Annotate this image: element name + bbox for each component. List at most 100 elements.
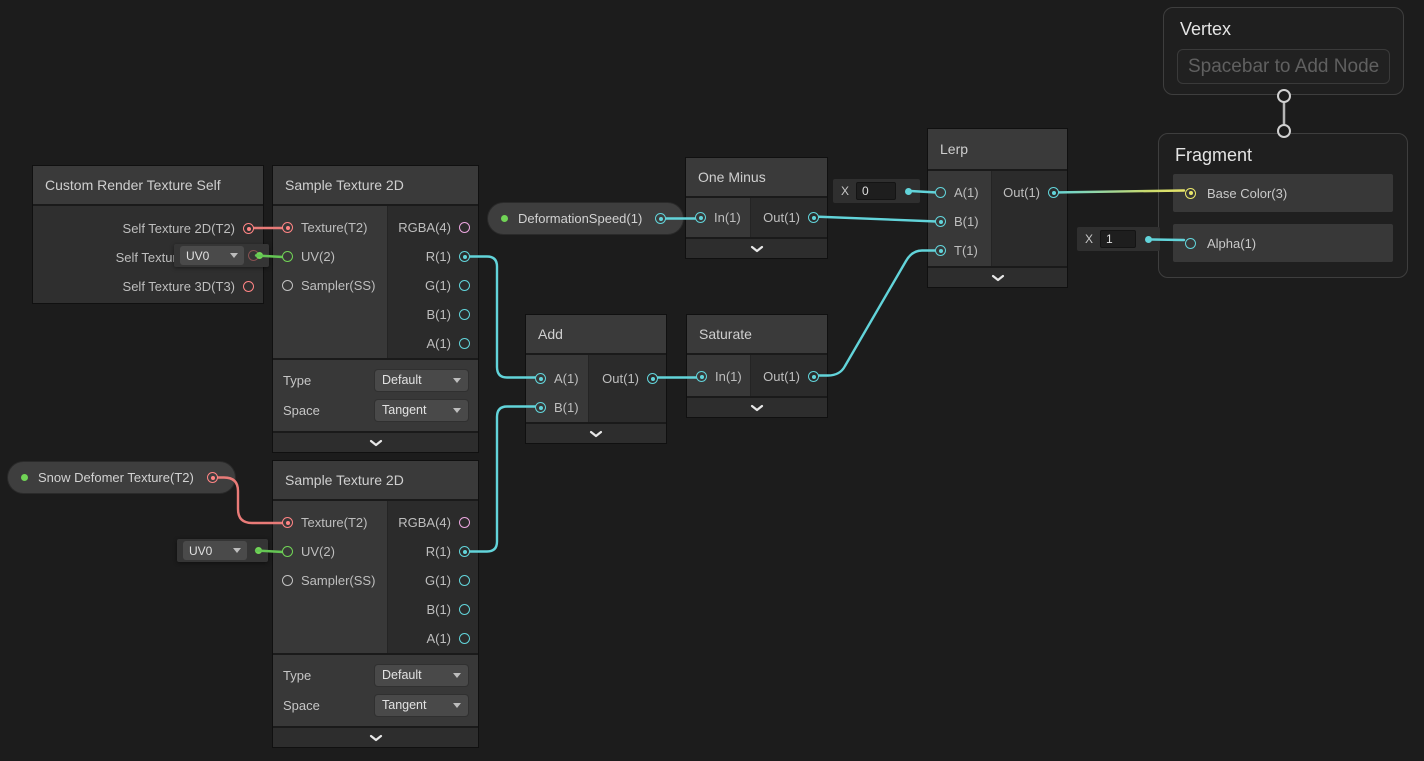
uv-channel-dropdown[interactable]: UV0 <box>180 246 244 265</box>
chevron-down-icon <box>369 439 382 446</box>
wire-saturate-to-lerp-t[interactable] <box>811 249 939 377</box>
port-label: Out(1) <box>763 210 800 225</box>
output-port[interactable] <box>655 213 666 224</box>
output-port-self-texture-2d[interactable] <box>243 223 254 234</box>
output-port-self-texture-3d[interactable] <box>243 281 254 292</box>
input-port-a[interactable] <box>935 187 946 198</box>
input-port-b[interactable] <box>535 402 546 413</box>
dropdown-value: Default <box>382 668 422 682</box>
node-custom-render-texture-self[interactable]: Custom Render Texture Self Self Texture … <box>33 166 263 303</box>
input-port-texture[interactable] <box>282 222 293 233</box>
port-label: Alpha(1) <box>1207 235 1257 251</box>
dropdown-caret-icon <box>453 377 461 383</box>
space-dropdown[interactable]: Tangent <box>375 399 468 421</box>
input-port-texture[interactable] <box>282 517 293 528</box>
node-lerp[interactable]: Lerp A(1) B(1) T(1) Out(1) <box>928 129 1067 287</box>
output-port-a[interactable] <box>459 633 470 644</box>
port-label: Texture(T2) <box>301 515 368 530</box>
output-port-g[interactable] <box>459 280 470 291</box>
output-port-g[interactable] <box>459 575 470 586</box>
uv-default-panel-a: UV0 <box>174 244 269 267</box>
default-value-dot[interactable] <box>905 187 913 195</box>
dropdown-caret-icon <box>233 548 241 553</box>
port-label: T(1) <box>954 243 978 258</box>
input-port-uv[interactable] <box>282 546 293 557</box>
port-row-out: Out(1) <box>992 178 1067 207</box>
port-label: RGBA(4) <box>398 515 451 530</box>
input-port-a[interactable] <box>535 373 546 384</box>
port-label: Out(1) <box>1003 185 1040 200</box>
port-label: Sampler(SS) <box>301 278 376 293</box>
default-value-dot[interactable] <box>256 252 263 259</box>
node-one-minus[interactable]: One Minus In(1) Out(1) <box>686 158 827 258</box>
output-port-out[interactable] <box>808 212 819 223</box>
collapse-button[interactable] <box>526 424 666 443</box>
input-port-t[interactable] <box>935 245 946 256</box>
dropdown-caret-icon <box>453 407 461 413</box>
output-port-b[interactable] <box>459 604 470 615</box>
port-row-self-texture-cube: Self Texture <box>33 243 263 272</box>
port-label: RGBA(4) <box>398 220 451 235</box>
output-port-a[interactable] <box>459 338 470 349</box>
node-add[interactable]: Add A(1) B(1) Out(1) <box>526 315 666 443</box>
collapse-button[interactable] <box>273 433 478 452</box>
input-port-base-color[interactable] <box>1185 187 1196 199</box>
control-label: Type <box>283 372 312 388</box>
port-row-b: B(1) <box>928 207 991 236</box>
output-port-r[interactable] <box>459 546 470 557</box>
output-port-out[interactable] <box>1048 187 1059 198</box>
node-saturate[interactable]: Saturate In(1) Out(1) <box>687 315 827 417</box>
chevron-down-icon <box>369 734 382 741</box>
node-title: Fragment <box>1175 145 1253 165</box>
output-port-r[interactable] <box>459 251 470 262</box>
port-row-self-texture-3d: Self Texture 3D(T3) <box>33 272 263 301</box>
vertex-fragment-edge[interactable] <box>1277 89 1291 138</box>
input-port-alpha[interactable] <box>1185 237 1196 249</box>
input-port-b[interactable] <box>935 216 946 227</box>
uv-channel-dropdown[interactable]: UV0 <box>183 541 247 560</box>
space-dropdown[interactable]: Tangent <box>375 694 468 716</box>
value-input[interactable]: 1 <box>1100 230 1137 248</box>
output-port-out[interactable] <box>808 371 819 382</box>
type-dropdown[interactable]: Default <box>375 664 468 686</box>
port-row-b: B(1) <box>526 393 588 422</box>
node-sample-texture-2d-a[interactable]: Sample Texture 2D Texture(T2) UV(2) Samp… <box>273 166 478 452</box>
wire-oneminus-to-lerp-b[interactable] <box>811 215 939 223</box>
value-input[interactable]: 0 <box>856 182 897 200</box>
collapse-button[interactable] <box>687 398 827 417</box>
output-port-out[interactable] <box>647 373 658 384</box>
collapse-button[interactable] <box>273 728 478 747</box>
input-port-sampler[interactable] <box>282 280 293 291</box>
dropdown-value: UV0 <box>186 248 210 263</box>
uv-default-panel-b: UV0 <box>177 539 268 562</box>
output-port[interactable] <box>207 472 218 483</box>
input-port-uv[interactable] <box>282 251 293 262</box>
input-port-in[interactable] <box>695 212 706 223</box>
port-row-rgba: RGBA(4) <box>388 508 478 537</box>
node-fragment[interactable]: Fragment Base Color(3) Alpha(1) <box>1158 133 1408 278</box>
node-title: Lerp <box>928 129 1067 169</box>
output-port-rgba[interactable] <box>459 517 470 528</box>
node-sample-texture-2d-b[interactable]: Sample Texture 2D Texture(T2) UV(2) Samp… <box>273 461 478 747</box>
dropdown-value: UV0 <box>189 543 213 558</box>
port-label: UV(2) <box>301 544 335 559</box>
property-node-deformation-speed[interactable]: DeformationSpeed(1) <box>488 203 683 234</box>
collapse-button[interactable] <box>686 239 827 258</box>
output-port-b[interactable] <box>459 309 470 320</box>
input-port-in[interactable] <box>696 371 707 382</box>
control-label: Type <box>283 667 312 683</box>
default-value-dot[interactable] <box>255 547 262 554</box>
port-label: A(1) <box>426 631 451 646</box>
node-vertex[interactable]: Vertex Spacebar to Add Node <box>1163 7 1404 95</box>
type-dropdown[interactable]: Default <box>375 369 468 391</box>
default-value-dot[interactable] <box>1145 235 1153 243</box>
input-port-sampler[interactable] <box>282 575 293 586</box>
port-label: R(1) <box>425 249 451 264</box>
collapse-button[interactable] <box>928 268 1067 287</box>
add-node-placeholder[interactable]: Spacebar to Add Node <box>1177 49 1390 84</box>
control-label: Space <box>283 697 320 713</box>
port-row-base-color: Base Color(3) <box>1173 174 1393 212</box>
property-node-snow-deformer-texture[interactable]: Snow Defomer Texture(T2) <box>8 462 235 493</box>
output-port-rgba[interactable] <box>459 222 470 233</box>
